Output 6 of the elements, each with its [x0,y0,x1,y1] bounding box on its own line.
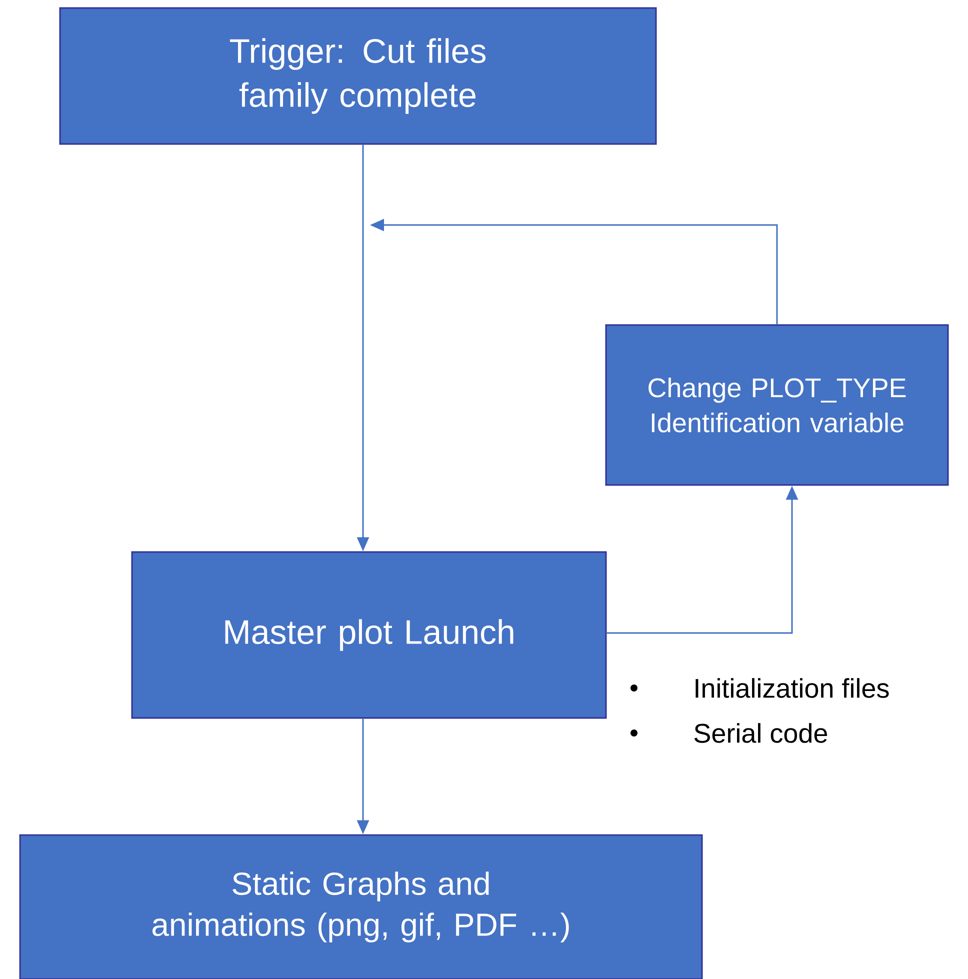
bullet-text: Initialization files [696,678,889,698]
bullet-text: Serial code [694,723,828,743]
process-box: Trigger: Cut files family complete [59,7,657,145]
process-box: Static Graphs and animations (png, gif, PDF …) [19,834,703,979]
process-box: Master plot Launch [131,551,607,719]
process-box: Change PLOT_TYPE Identification variable [605,324,949,486]
